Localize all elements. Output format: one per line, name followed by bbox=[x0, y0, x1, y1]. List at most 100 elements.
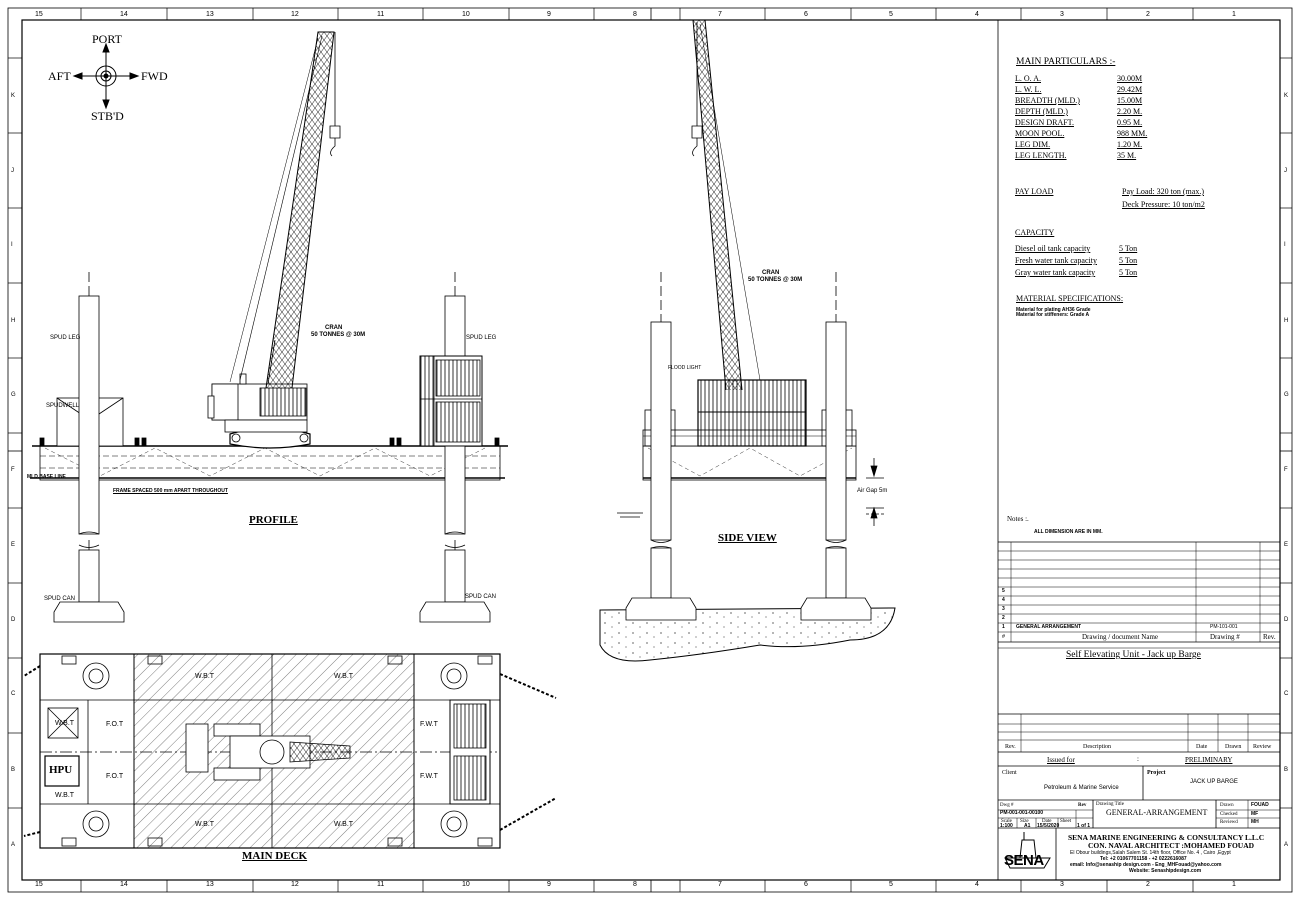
revision-row-number: 2 bbox=[1002, 615, 1005, 621]
column-label-bottom: 1 bbox=[1232, 881, 1236, 888]
particular-label: L. W. L. bbox=[1015, 85, 1042, 94]
payload-max: Pay Load: 320 ton (max.) bbox=[1122, 187, 1204, 196]
fwt-label-stbd: F.W.T bbox=[420, 773, 438, 780]
side-crane-label: CRAN bbox=[762, 270, 780, 276]
row-label-right: K bbox=[1284, 93, 1289, 99]
rev-header-drawn: Drawn bbox=[1225, 744, 1242, 750]
row-label-right: B bbox=[1284, 767, 1289, 773]
column-label-bottom: 4 bbox=[975, 881, 979, 888]
capacity-value: 5 Ton bbox=[1119, 244, 1138, 253]
project-title: Self Elevating Unit - Jack up Barge bbox=[1066, 650, 1201, 660]
reviewed-label: Reviewd bbox=[1220, 820, 1238, 825]
column-label-top: 1 bbox=[1232, 11, 1236, 18]
rev-col-hash: # bbox=[1002, 634, 1005, 640]
column-label-bottom: 15 bbox=[35, 881, 43, 888]
compass-stbd-label: STB'D bbox=[91, 109, 124, 123]
notes-heading: Notes :. bbox=[1007, 515, 1029, 523]
size-value: A1 bbox=[1024, 823, 1031, 829]
capacity-label: Fresh water tank capacity bbox=[1015, 256, 1097, 265]
column-label-bottom: 11 bbox=[377, 881, 385, 888]
capacity-heading: CAPACITY bbox=[1015, 228, 1055, 237]
main-deck-title: MAIN DECK bbox=[242, 850, 308, 862]
flood-light-label: FLOOD LIGHT bbox=[668, 365, 702, 371]
row-label-right: E bbox=[1284, 542, 1289, 548]
column-label-bottom: 10 bbox=[462, 881, 470, 888]
frame-spacing-note: FRAME SPACED 500 mm APART THROUGHOUT bbox=[113, 488, 228, 494]
wbt-label-deck-3: W.B.T bbox=[195, 821, 215, 828]
spud-can-right-label: SPUD CAN bbox=[465, 594, 497, 600]
wbt-label-aft: W.B.T bbox=[55, 792, 75, 799]
column-label-top: 12 bbox=[291, 11, 299, 18]
rev-row1-number: PM-101-001 bbox=[1210, 624, 1238, 630]
company-name: SENA MARINE ENGINEERING & CONSULTANCY L.… bbox=[1068, 833, 1265, 842]
column-label-top: 15 bbox=[35, 11, 43, 18]
profile-title: PROFILE bbox=[249, 514, 298, 526]
date-value: 15/5/2020 bbox=[1037, 823, 1060, 829]
column-label-bottom: 12 bbox=[291, 881, 299, 888]
particular-value: 2.20 M. bbox=[1117, 107, 1143, 116]
side-crane-capacity: 50 TONNES @ 30M bbox=[748, 277, 803, 283]
row-label-left: J bbox=[11, 168, 14, 174]
row-label-left: G bbox=[11, 392, 16, 398]
revision-row-number: 5 bbox=[1002, 588, 1005, 594]
revision-row-number: 4 bbox=[1002, 597, 1005, 603]
particular-label: BREADTH (MLD.) bbox=[1015, 96, 1080, 105]
project-label: Project bbox=[1147, 770, 1166, 776]
row-label-left: H bbox=[11, 318, 16, 324]
particular-label: LEG LENGTH. bbox=[1015, 151, 1067, 160]
border-ticks bbox=[8, 8, 1292, 892]
scale-value: 1:100 bbox=[1000, 823, 1013, 829]
particular-value: 35 M. bbox=[1117, 151, 1137, 160]
naval-architect: CON. NAVAL ARCHITECT :MOHAMED FOUAD bbox=[1088, 841, 1255, 850]
row-label-left: A bbox=[11, 842, 16, 848]
column-label-top: 10 bbox=[462, 11, 470, 18]
date-label: Date bbox=[1042, 819, 1052, 824]
row-label-left: E bbox=[11, 542, 16, 548]
rev-col-drawing: Drawing # bbox=[1210, 633, 1240, 641]
title-block-frame bbox=[997, 20, 1280, 880]
column-label-bottom: 14 bbox=[120, 881, 128, 888]
row-label-left: K bbox=[11, 93, 16, 99]
rev-header-review: Review bbox=[1253, 744, 1272, 750]
issue-status: PRELIMINARY bbox=[1185, 756, 1233, 764]
wbt-label-deck-2: W.B.T bbox=[334, 673, 354, 680]
particular-label: DEPTH (MLD.) bbox=[1015, 107, 1068, 116]
sheet-label: Sheet bbox=[1060, 819, 1072, 824]
issued-for-label: Issued for bbox=[1047, 756, 1075, 764]
column-label-top: 14 bbox=[120, 11, 128, 18]
particular-label: DESIGN DRAFT. bbox=[1015, 118, 1074, 127]
particular-value: 0.95 M. bbox=[1117, 118, 1143, 127]
particular-label: LEG DIM. bbox=[1015, 140, 1051, 149]
particular-value: 15.00M bbox=[1117, 96, 1143, 105]
particular-value: 29.42M bbox=[1117, 85, 1143, 94]
drawn-label: Drawn bbox=[1220, 803, 1234, 808]
row-label-right: G bbox=[1284, 392, 1289, 398]
reviewed-by: MH bbox=[1251, 819, 1259, 825]
sena-logo: SENA bbox=[1004, 852, 1044, 869]
profile-crane-capacity: 50 TONNES @ 30M bbox=[311, 332, 366, 338]
column-label-bottom: 2 bbox=[1146, 881, 1150, 888]
particular-value: 1.20 M. bbox=[1117, 140, 1143, 149]
particular-value: 988 MM. bbox=[1117, 129, 1148, 138]
sheet-frame bbox=[7, 7, 1293, 893]
air-gap-label: Air Gap 5m bbox=[857, 488, 888, 494]
row-label-right: A bbox=[1284, 842, 1289, 848]
rev-label: Rev bbox=[1078, 803, 1087, 808]
rev-row1-name: GENERAL ARRANGEMENT bbox=[1016, 624, 1082, 630]
rev-col-name: Drawing / document Name bbox=[1082, 633, 1159, 641]
column-label-top: 2 bbox=[1146, 11, 1150, 18]
drawn-by: FOUAD bbox=[1251, 802, 1269, 808]
wbt-label-fwd: W.B.T bbox=[55, 720, 75, 727]
main-deck-plan bbox=[23, 653, 557, 849]
dwg-code: PM-001-001-00100 bbox=[1000, 810, 1044, 816]
row-label-left: B bbox=[11, 767, 16, 773]
fot-label-port: F.O.T bbox=[106, 721, 124, 728]
column-label-top: 8 bbox=[633, 11, 637, 18]
row-label-right: F bbox=[1284, 467, 1288, 473]
revision-row-number: 3 bbox=[1002, 606, 1005, 612]
particular-label: MOON POOL. bbox=[1015, 129, 1065, 138]
material-heading: MATERIAL SPECIFICATIONS: bbox=[1016, 294, 1124, 303]
drawing-title-label: Drawing Title bbox=[1096, 802, 1124, 807]
baseline-label: MLD.BASE LINE bbox=[27, 474, 66, 480]
spud-well-label: SPUDWELL bbox=[46, 403, 80, 409]
